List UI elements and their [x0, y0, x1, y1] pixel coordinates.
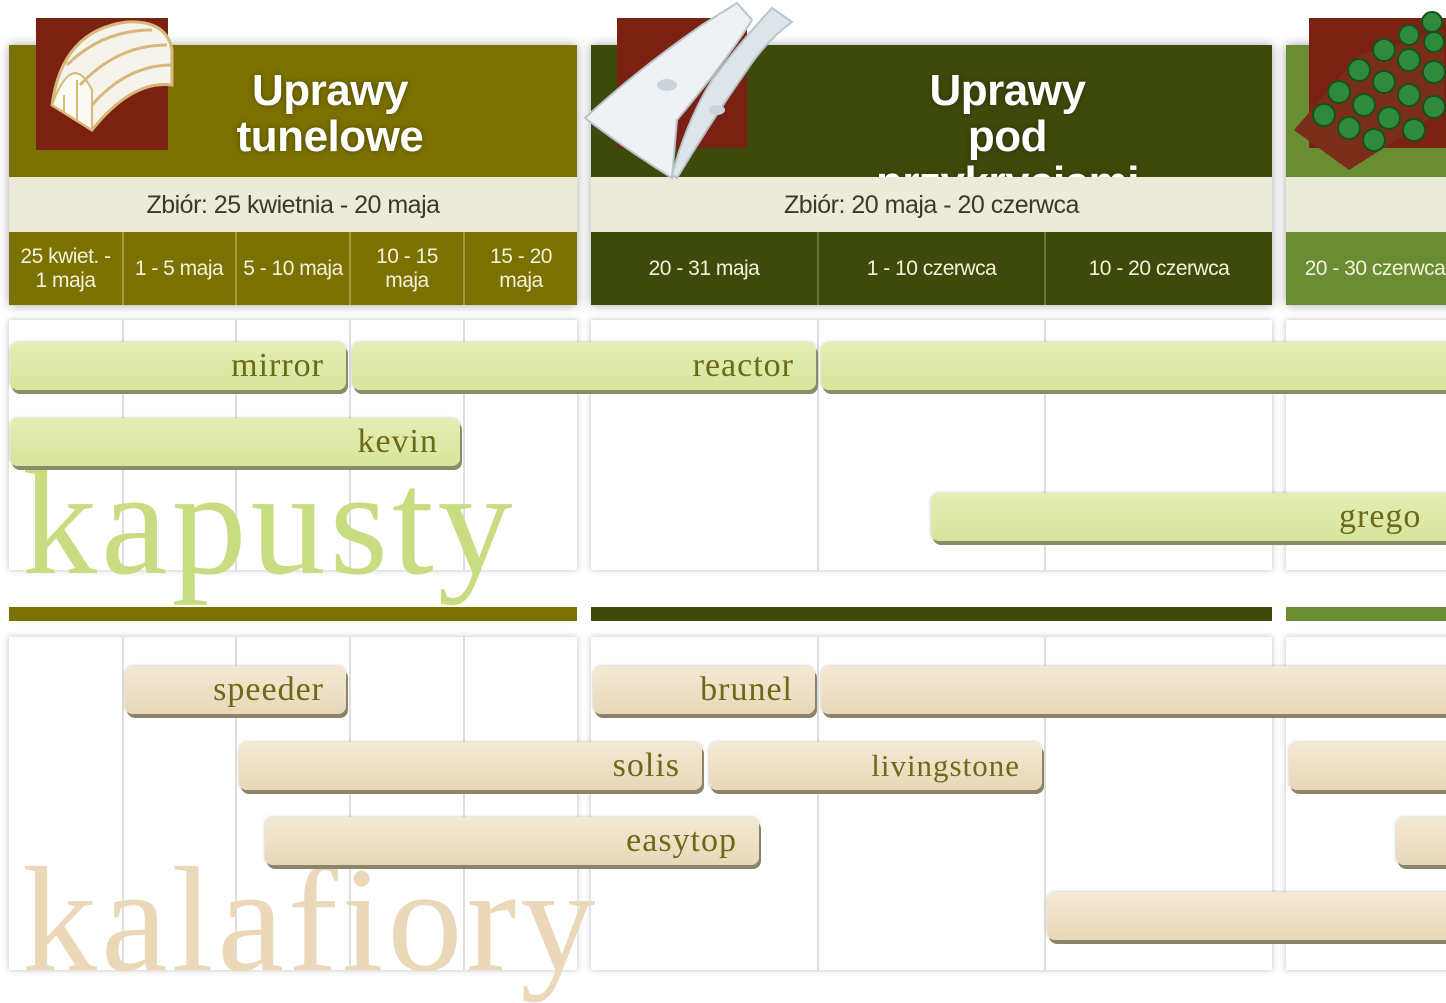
grid-line — [463, 637, 465, 970]
variety-bar-kevin: kevin — [10, 418, 460, 466]
variety-bar-unnamed — [821, 666, 1446, 714]
variety-bar-grego: grego — [931, 493, 1446, 541]
group-separator — [9, 607, 577, 621]
grid-line — [817, 637, 819, 970]
period-cell: 20 - 31 maja — [591, 232, 817, 305]
variety-bar-unnamed — [1047, 892, 1446, 940]
variety-bar-solis: solis — [239, 742, 702, 790]
period-cell: 25 kwiet. - 1 maja — [9, 232, 122, 305]
grid-line — [463, 320, 465, 570]
grid-line — [235, 637, 237, 970]
variety-bar-reactor: reactor — [352, 342, 816, 390]
grid-line — [122, 637, 124, 970]
section-covers-harvest: Zbiór: 20 maja - 20 czerwca — [591, 177, 1272, 232]
period-divider — [463, 232, 465, 305]
period-cell: 5 - 10 maja — [237, 232, 349, 305]
section-tunnel-title-line1: Uprawy — [252, 66, 408, 115]
period-divider — [122, 232, 124, 305]
cabbage-field-icon — [1294, 11, 1446, 170]
fleece-cover-icon — [583, 1, 794, 180]
section-tunnel-title: Uprawy tunelowe — [190, 68, 470, 160]
variety-bar-mirror: mirror — [10, 342, 346, 390]
period-cell: 1 - 5 maja — [123, 232, 235, 305]
section-field-harvest — [1286, 177, 1446, 232]
variety-bar-brunel: brunel — [593, 666, 815, 714]
period-divider — [235, 232, 237, 305]
group-separator — [1286, 607, 1446, 621]
greenhouse-tunnel-icon — [36, 18, 174, 150]
period-cell: 1 - 10 czerwca — [819, 232, 1044, 305]
period-cell: 15 - 20 maja — [465, 232, 577, 305]
period-cell: 10 - 20 czerwca — [1046, 232, 1272, 305]
variety-bar-livingstone: livingstone — [709, 742, 1042, 790]
grid-line — [1044, 637, 1046, 970]
grid-line — [817, 320, 819, 570]
variety-bar-easytop: easytop — [265, 817, 759, 865]
section-covers-title-line1: Uprawy — [929, 66, 1086, 115]
cauliflower-group-word: kalafiory — [22, 837, 600, 1003]
group-separator — [591, 607, 1272, 621]
section-tunnel-harvest: Zbiór: 25 kwietnia - 20 maja — [9, 177, 577, 232]
period-cell: 20 - 30 czerwca — [1286, 232, 1446, 305]
period-divider — [817, 232, 819, 305]
period-divider — [1044, 232, 1046, 305]
grid-line — [349, 637, 351, 970]
variety-bar-speeder: speeder — [125, 666, 346, 714]
section-tunnel-title-line2: tunelowe — [236, 112, 424, 161]
cabbage-group-word: kapusty — [22, 440, 517, 606]
grid-line — [1044, 320, 1046, 570]
variety-bar-unnamed — [821, 342, 1446, 390]
period-cell: 10 - 15 maja — [351, 232, 463, 305]
period-divider — [349, 232, 351, 305]
variety-bar-unnamed — [1289, 742, 1446, 790]
variety-bar-unnamed — [1396, 817, 1446, 865]
